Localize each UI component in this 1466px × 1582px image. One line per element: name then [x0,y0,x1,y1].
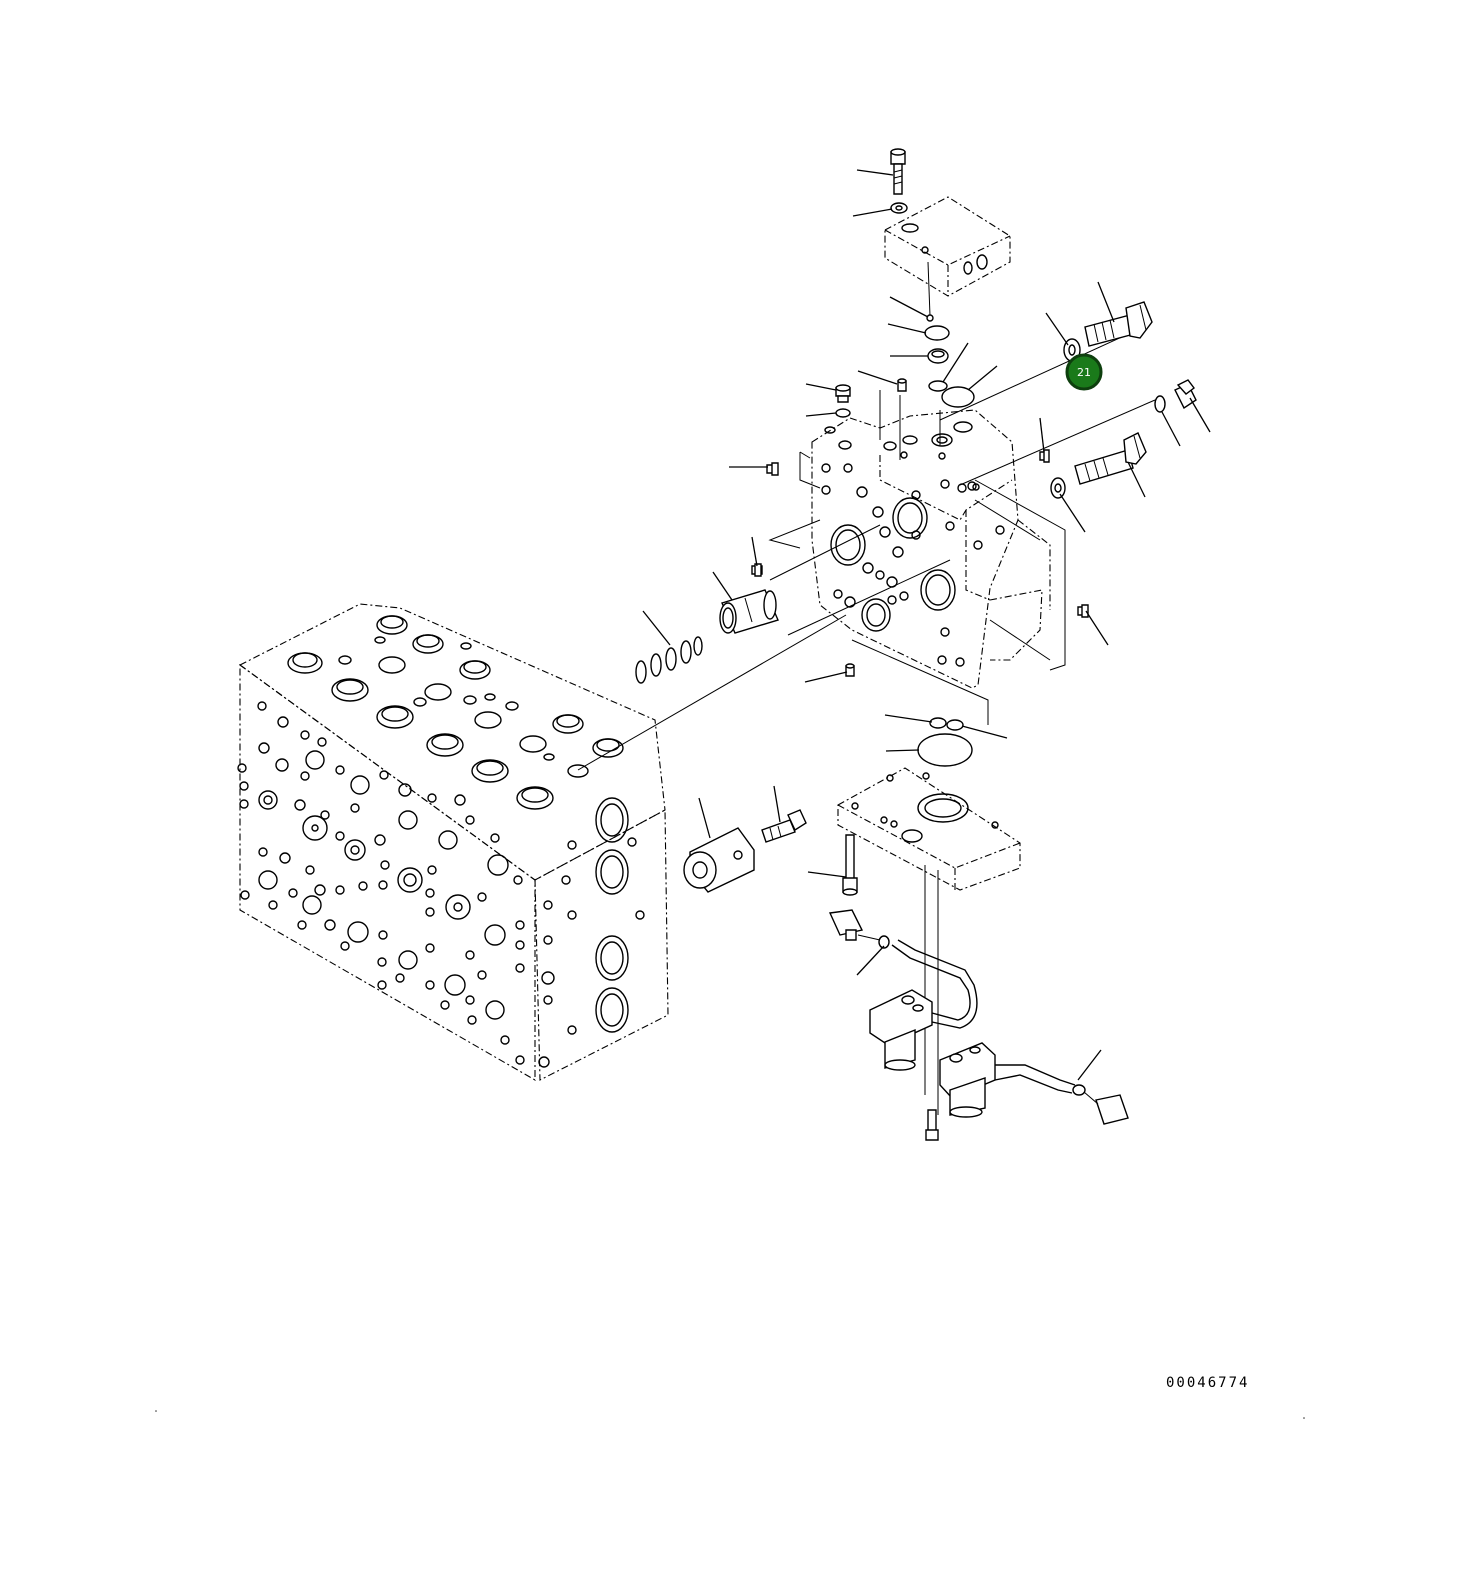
solenoid-cartridge [683,827,755,893]
washer-lower [1050,477,1066,499]
flange-bolt-upper [1084,301,1153,347]
cap-bolt-top [890,148,906,195]
callout-label: 21 [1077,366,1091,379]
callout-21[interactable]: 21 [1065,353,1103,391]
pressure-sensor-left [869,939,978,1071]
drawing-number: 00046774 [1166,1375,1250,1391]
cover-bolt [842,834,858,896]
bottom-bolt [925,1109,939,1141]
washer-top [890,202,908,214]
connector-left [828,909,890,949]
spring-coils [635,636,703,684]
cartridge-bolt [761,809,807,843]
spool-sleeve [719,589,779,634]
leader-lines [642,169,1211,1081]
section-valve-block [768,324,1156,725]
small-seal-parts [751,314,1089,677]
main-valve-block [237,603,847,1081]
lower-orings [917,717,973,767]
top-cover-block [884,196,1011,317]
pressure-sensor-right [939,1042,1076,1118]
lower-cover-block [837,767,1021,1115]
plug-right [1154,379,1197,413]
flange-bolt-lower [1074,432,1147,485]
connector-right [1072,1084,1129,1125]
